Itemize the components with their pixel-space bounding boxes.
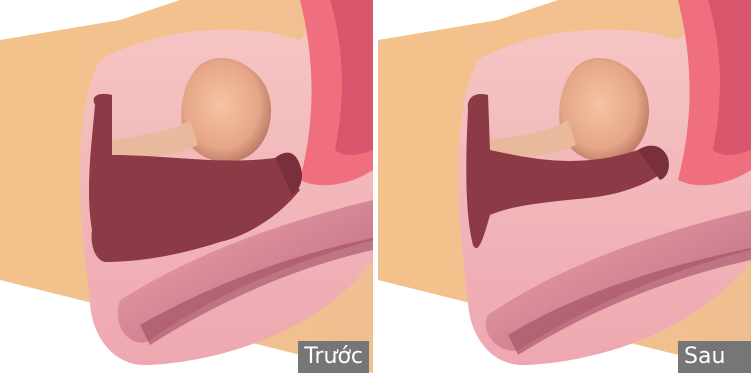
before-illustration-panel: Trước <box>0 0 373 373</box>
after-caption: Sau <box>678 341 751 373</box>
anatomy-illustration-after <box>378 0 751 373</box>
anatomy-illustration-before <box>0 0 373 373</box>
after-illustration-panel: Sau <box>378 0 751 373</box>
before-caption: Trước <box>298 341 369 373</box>
